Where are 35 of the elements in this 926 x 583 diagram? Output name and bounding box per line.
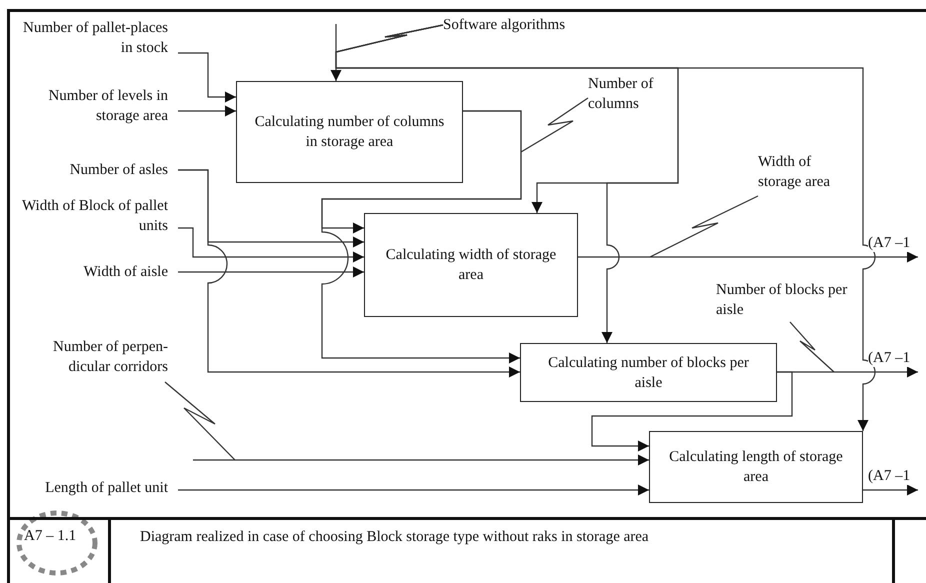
annotation-label: Width of storage area [758,150,853,194]
arrow [863,484,918,496]
annotation-label: Software algorithms [443,14,633,36]
arrow [578,252,918,262]
input-label: Width of aisle [20,261,178,283]
input-label: Width of Block of pallet units [20,194,178,238]
process-box: Calculating width of storage area [364,213,578,317]
arrow [335,24,876,431]
diagram-caption: Diagram realized in case of choosing Block storage type without raks in storage area [140,529,649,546]
arrow [178,484,649,496]
arrow [591,371,793,452]
input-label: Number of pallet-places in stock [20,16,178,60]
edge-label: (A7 –1 [868,467,910,485]
arrow [178,52,236,102]
arrow [164,382,649,466]
leader-line [790,322,834,372]
input-label: Number of levels in storage area [20,84,178,128]
edge-label: (A7 –1 [868,349,910,367]
input-label: Number of asles [20,158,178,182]
annotation-label: Number of columns [588,72,683,116]
edge-label: (A7 –1 [868,234,910,252]
process-box: Calculating number of columns in storage area [236,81,463,183]
arrow [178,106,236,116]
process-box: Calculating number of blocks per aisle [520,343,777,402]
process-box: Calculating length of storage area [649,431,863,503]
arrow [178,266,364,278]
annotation-label: Number of blocks per aisle [716,278,861,322]
arrow [321,110,522,364]
input-label: Number of perpen-dicular corridors [20,332,178,382]
arrow [178,227,364,262]
leader-line [520,98,588,153]
leader-line [650,195,758,258]
arrow [178,169,520,378]
diagram-number: A7 – 1.1 [24,528,76,545]
input-label: Length of pallet unit [20,466,178,510]
